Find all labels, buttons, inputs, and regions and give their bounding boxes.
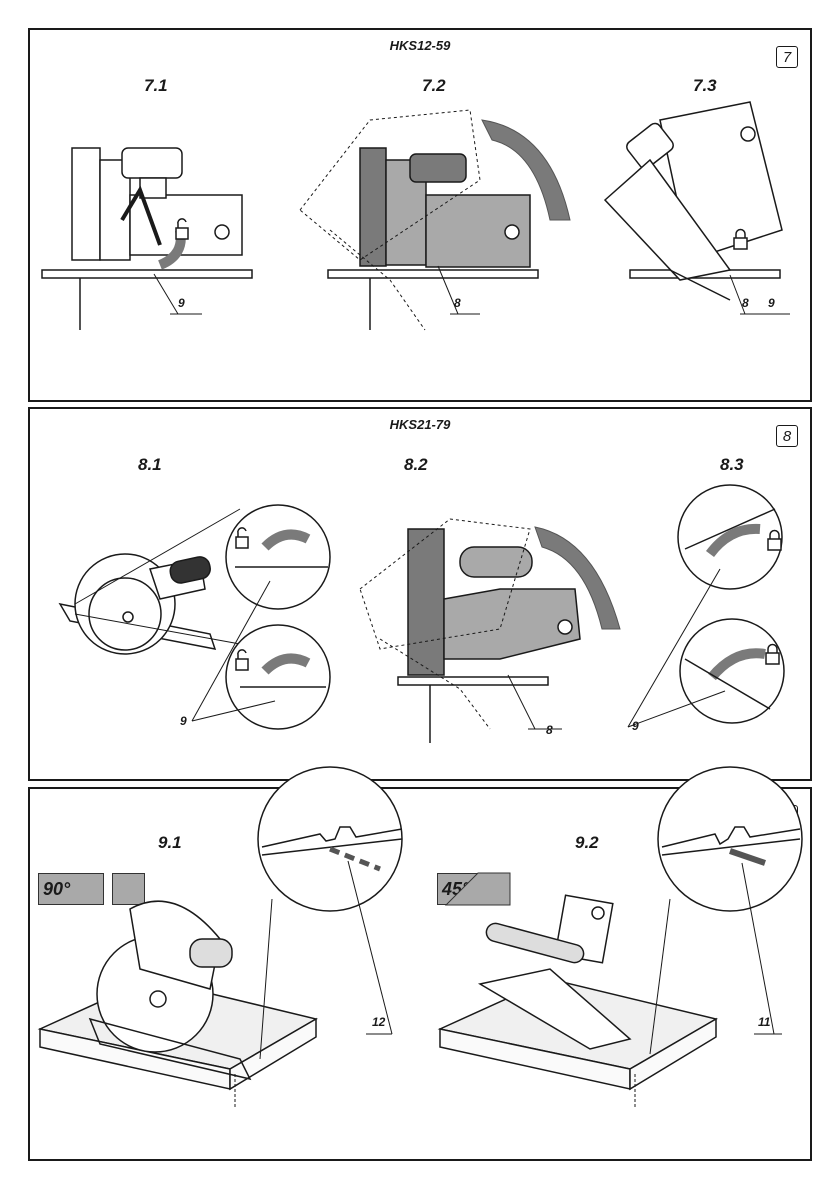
saw-drawing-8-2: [360, 519, 580, 743]
callout-9: 9: [178, 296, 185, 310]
saw-drawing-8-1: [60, 509, 240, 654]
callout-9: 9: [180, 714, 187, 728]
saw-drawing-7-3: [605, 102, 782, 300]
figure-panel-8: HKS21-79 8 8.1 8.2 8.3: [28, 407, 812, 781]
saw-drawing-7-1: [42, 148, 252, 330]
saw-drawing-9-2: [440, 895, 716, 1109]
detail-circle: [658, 767, 802, 911]
saw-illustrations-9: [30, 789, 814, 1163]
detail-circle: [226, 505, 330, 609]
detail-circle: [226, 625, 330, 729]
callout-8: 8: [546, 723, 553, 737]
callout-9: 9: [768, 296, 775, 310]
figure-panel-9: 9 9.1 9.2 90° 45°: [28, 787, 812, 1161]
detail-circle: [258, 767, 402, 911]
figure-panel-7: HKS12-59 7 7.1 7.2 7.3: [28, 28, 812, 402]
saw-illustrations-8: [30, 409, 814, 783]
saw-drawing-9-1: [40, 901, 316, 1109]
callout-12: 12: [372, 1015, 385, 1029]
callout-8: 8: [454, 296, 461, 310]
callout-9: 9: [632, 719, 639, 733]
callout-8: 8: [742, 296, 749, 310]
saw-illustrations-7: [30, 30, 814, 404]
callout-11: 11: [758, 1015, 770, 1029]
chamfer-45-icon: [446, 873, 510, 905]
